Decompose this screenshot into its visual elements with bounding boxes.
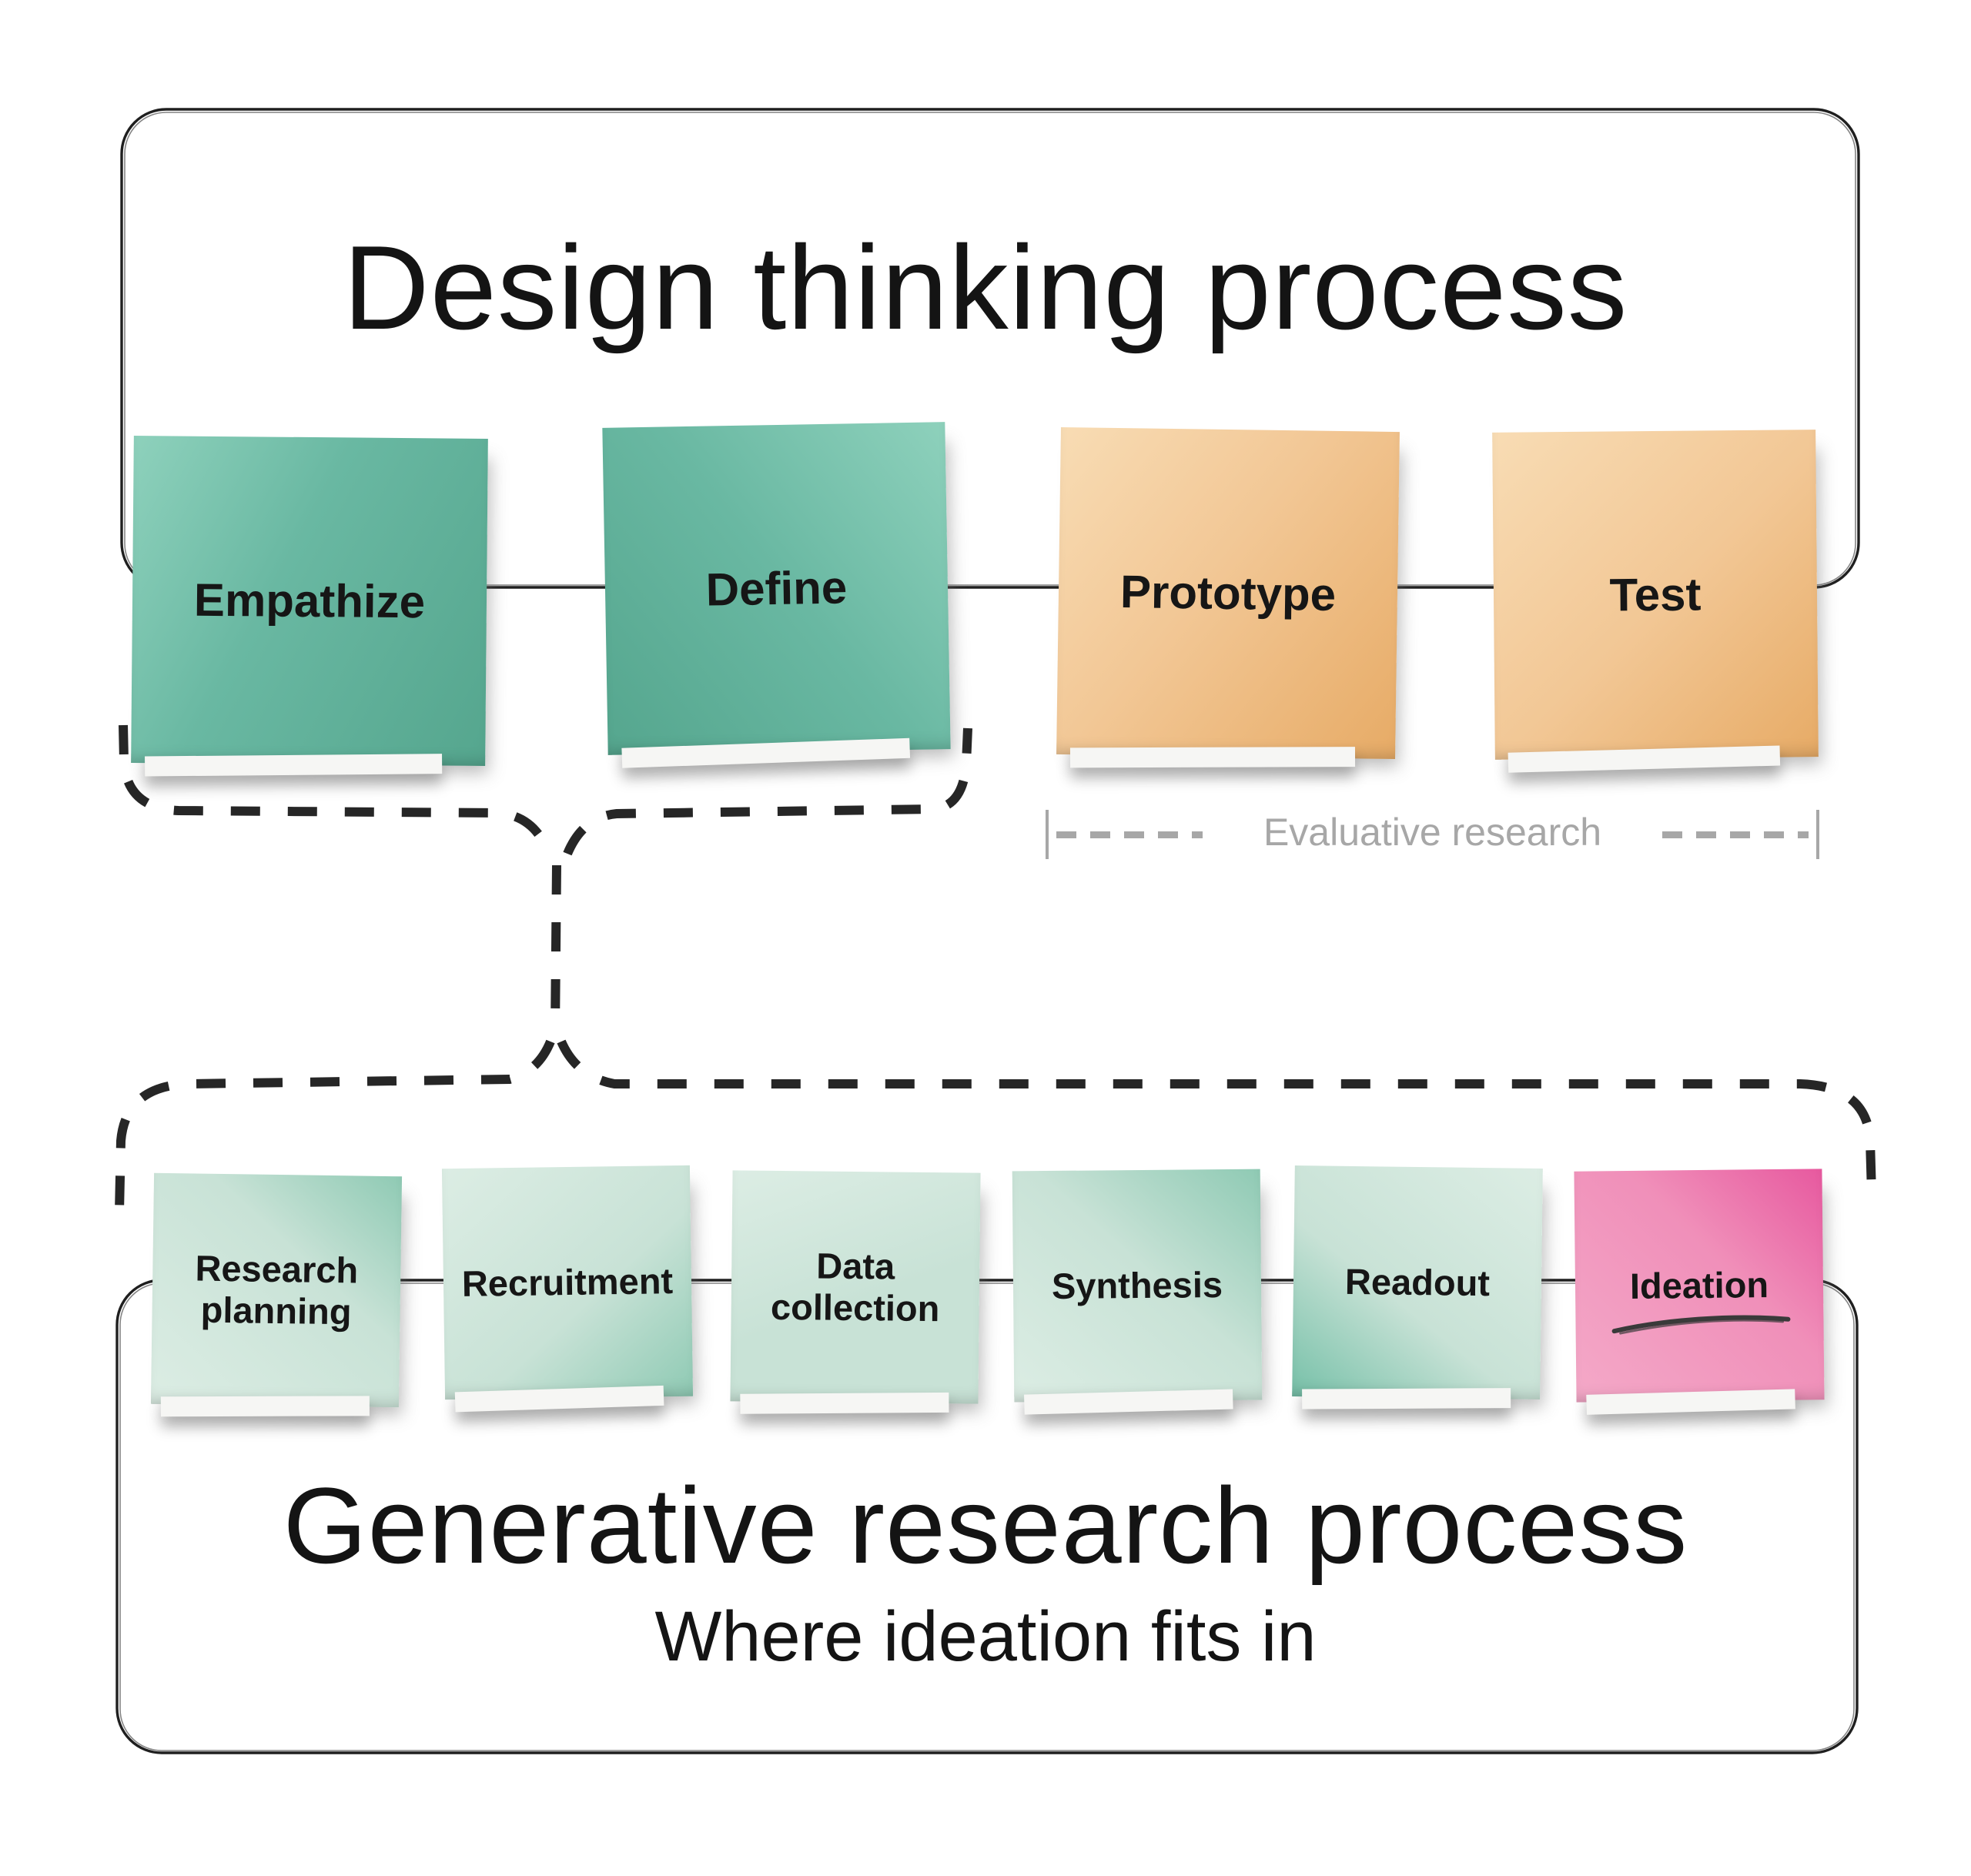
- sticky-note-label: Readout: [1344, 1261, 1491, 1304]
- brace-lower-left: [115, 1039, 555, 1212]
- brace-vertical-connector: [550, 864, 561, 1033]
- sticky-note-empathize: Empathize: [131, 436, 488, 766]
- sticky-note-label: Ideation: [1629, 1264, 1769, 1307]
- sticky-note-recruitment: Recruitment: [441, 1165, 694, 1400]
- sticky-note-test: Test: [1492, 430, 1819, 760]
- measure-right-cap: [1816, 810, 1819, 859]
- brace-lower-right: [557, 1039, 1876, 1194]
- sticky-note-data-collection: Data collection: [730, 1170, 981, 1404]
- sticky-note-ideation: Ideation: [1574, 1169, 1825, 1403]
- sticky-note-label: Empathize: [193, 574, 426, 628]
- sticky-note-synthesis: Synthesis: [1012, 1169, 1263, 1403]
- top-box-outline: [120, 108, 1860, 589]
- sticky-note-label: Synthesis: [1051, 1264, 1223, 1307]
- sticky-note-label: Research planning: [195, 1247, 359, 1333]
- sticky-note-research-planning: Research planning: [150, 1172, 403, 1408]
- measure-right-dashes: [1662, 831, 1809, 838]
- bottom-subtitle: Where ideation fits in: [654, 1597, 1317, 1676]
- sticky-note-label: Define: [705, 561, 848, 616]
- top-title: Design thinking process: [343, 221, 1628, 354]
- sticky-note-label: Prototype: [1119, 566, 1337, 620]
- brace-upper-left: [119, 724, 555, 857]
- sticky-note-prototype: Prototype: [1056, 426, 1400, 760]
- bottom-box-outline: [115, 1279, 1859, 1754]
- measure-left-dashes: [1056, 831, 1203, 838]
- sticky-note-label: Data collection: [770, 1245, 940, 1329]
- bottom-title: Generative research process: [283, 1465, 1688, 1586]
- sticky-note-label: Recruitment: [461, 1260, 674, 1305]
- ideation-underline-scribble: [1611, 1315, 1791, 1335]
- measure-label: Evaluative research: [1263, 811, 1602, 854]
- brace-upper-right: [563, 727, 972, 856]
- sticky-note-label: Test: [1609, 568, 1702, 621]
- sticky-note-readout: Readout: [1292, 1165, 1543, 1399]
- evaluative-research-measure: Evaluative research: [1046, 810, 1819, 859]
- measure-left-cap: [1046, 810, 1049, 859]
- sticky-note-define: Define: [602, 422, 951, 755]
